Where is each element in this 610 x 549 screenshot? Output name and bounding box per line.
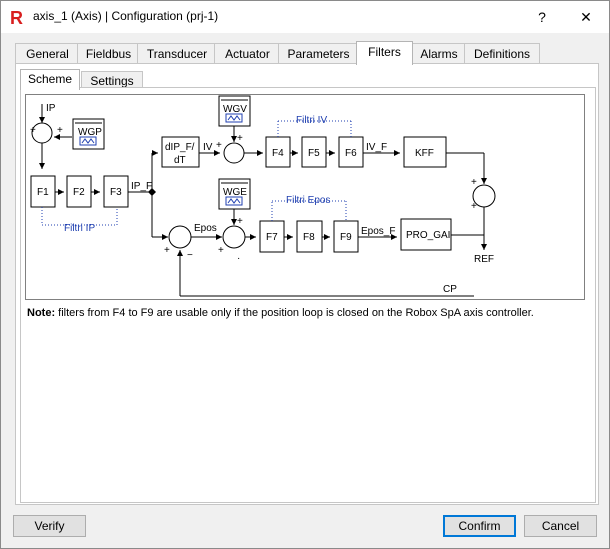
window-title: axis_1 (Axis) | Configuration (prj-1): [33, 9, 219, 23]
logo-letter: R: [10, 8, 23, 26]
label-dip-bottom: dT: [174, 155, 186, 166]
tab-parameters[interactable]: Parameters: [278, 43, 359, 64]
label-plus-epos-2: +: [218, 245, 224, 256]
label-filtri-ip: Filtri IP: [64, 223, 95, 234]
junction-dot: [148, 188, 156, 196]
label-f3: F3: [110, 187, 122, 198]
wgv-generator[interactable]: [218, 95, 251, 127]
sum-junction-iv: [223, 142, 245, 164]
title-bar: R axis_1 (Axis) | Configuration (prj-1) …: [1, 1, 609, 33]
close-button[interactable]: ✕: [580, 9, 592, 25]
label-wge: WGE: [223, 187, 247, 198]
scheme-panel: IP + + WGP WGV WGE F1 F2 F3 F4 F5 F6 F7 …: [20, 87, 596, 503]
label-minus-epos: −: [187, 250, 193, 261]
label-filtri-iv: Filtri IV: [296, 115, 327, 126]
label-wgp: WGP: [78, 127, 102, 138]
tab-definitions[interactable]: Definitions: [464, 43, 540, 64]
filter-f5-block[interactable]: [301, 136, 327, 168]
label-f7: F7: [266, 232, 278, 243]
label-plus-wgv: +: [237, 133, 243, 144]
label-f5: F5: [308, 148, 320, 159]
label-plus-1: +: [30, 125, 36, 136]
subtab-scheme[interactable]: Scheme: [20, 69, 80, 90]
label-wgv: WGV: [223, 104, 247, 115]
robox-logo-icon: R: [9, 8, 25, 26]
note-text: Note: filters from F4 to F9 are usable o…: [27, 307, 534, 319]
wge-generator[interactable]: [218, 178, 251, 210]
label-dip-top: dIP_F/: [165, 142, 195, 153]
confirm-button[interactable]: Confirm: [443, 515, 516, 537]
note-label: Note:: [27, 307, 56, 319]
label-ip: IP: [46, 103, 56, 114]
cancel-button[interactable]: Cancel: [524, 515, 597, 537]
label-iv-f: IV_F: [366, 142, 387, 153]
wgp-generator[interactable]: [72, 118, 105, 150]
note-body: filters from F4 to F9 are usable only if…: [55, 307, 534, 319]
tab-filters[interactable]: Filters: [356, 41, 413, 65]
subtab-settings[interactable]: Settings: [81, 71, 143, 90]
verify-button[interactable]: Verify: [13, 515, 86, 537]
sum-junction-epos-2: [222, 225, 246, 249]
label-pro-gai: PRO_GAI: [406, 230, 450, 241]
sum-junction-epos: [168, 225, 192, 249]
label-ref: REF: [474, 254, 494, 265]
label-f9: F9: [340, 232, 352, 243]
tab-alarms[interactable]: Alarms: [411, 43, 467, 64]
label-ip-f: IP_F: [131, 181, 152, 192]
label-kff: KFF: [415, 148, 434, 159]
tab-actuator[interactable]: Actuator: [214, 43, 281, 64]
kff-block[interactable]: [403, 136, 447, 168]
label-plus-2: +: [57, 125, 63, 136]
derivative-block[interactable]: [161, 136, 200, 168]
label-f6: F6: [345, 148, 357, 159]
help-button[interactable]: ?: [538, 9, 546, 25]
label-plus-epos: +: [164, 245, 170, 256]
label-plus-iv: +: [216, 140, 222, 151]
tab-general[interactable]: General: [15, 43, 80, 64]
label-f4: F4: [272, 148, 284, 159]
filter-block-diagram: IP + + WGP WGV WGE F1 F2 F3 F4 F5 F6 F7 …: [25, 94, 585, 300]
label-f8: F8: [303, 232, 315, 243]
label-plus-out-1: +: [471, 177, 477, 188]
label-f1: F1: [37, 187, 49, 198]
label-filtri-epos: Filtri Epos: [286, 195, 330, 206]
label-dot-epos-2: ·: [237, 253, 240, 264]
label-f2: F2: [73, 187, 85, 198]
diagram-svg: IP + + WGP WGV WGE F1 F2 F3 F4 F5 F6 F7 …: [30, 95, 496, 297]
label-iv: IV: [203, 142, 213, 153]
label-epos: Epos: [194, 223, 217, 234]
filters-panel: Scheme Settings: [15, 63, 599, 505]
label-cp: CP: [443, 284, 457, 295]
label-epos-f: Epos_F: [361, 226, 395, 237]
label-plus-out-2: +: [471, 201, 477, 212]
label-plus-wge: +: [237, 216, 243, 227]
tab-transducer[interactable]: Transducer: [137, 43, 217, 64]
tab-fieldbus[interactable]: Fieldbus: [77, 43, 140, 64]
